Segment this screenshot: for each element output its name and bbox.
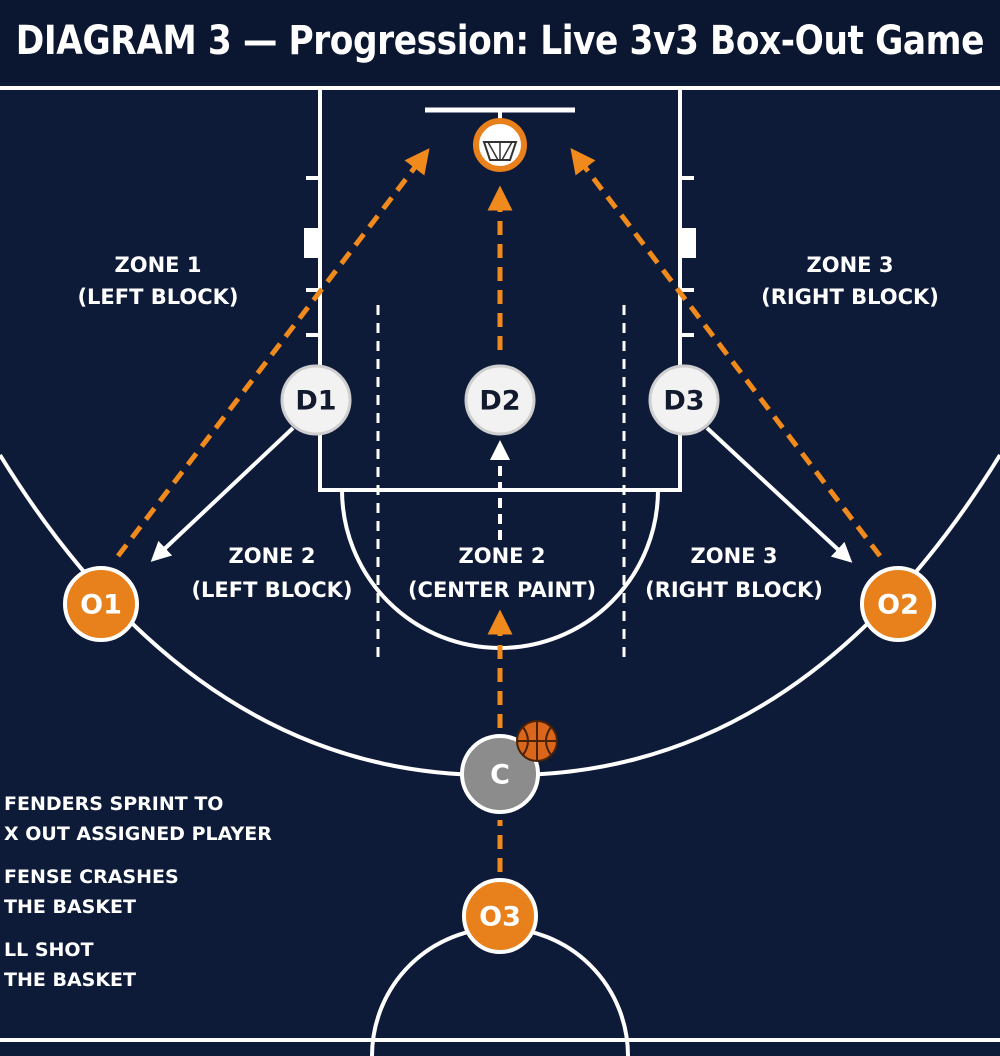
basketball-hoop-icon <box>473 118 527 172</box>
note-3-line-2: THE BASKET <box>4 969 136 991</box>
svg-text:D3: D3 <box>663 386 704 417</box>
note-1-line-2: X OUT ASSIGNED PLAYER <box>4 823 272 845</box>
zone-label-left-upper: ZONE 1 <box>115 253 202 277</box>
zone-labels: ZONE 1 (LEFT BLOCK) ZONE 3 (RIGHT BLOCK)… <box>77 253 938 602</box>
offense-o1: O1 <box>63 566 139 642</box>
svg-text:C: C <box>490 760 510 791</box>
svg-text:D1: D1 <box>295 386 336 417</box>
title-bar: DIAGRAM 3 — Progression: Live 3v3 Box-Ou… <box>0 0 1000 82</box>
path-d3-to-o2 <box>705 426 853 563</box>
svg-text:D2: D2 <box>479 386 520 417</box>
coach: C <box>460 734 540 814</box>
zone-label-center: ZONE 2 <box>459 544 546 568</box>
note-1-line-1: FENDERS SPRINT TO <box>4 793 223 815</box>
note-2-line-2: THE BASKET <box>4 896 136 918</box>
offense-o2: O2 <box>860 566 936 642</box>
zone-sub-left-upper: (LEFT BLOCK) <box>77 285 238 309</box>
diagram-title: DIAGRAM 3 — Progression: Live 3v3 Box-Ou… <box>15 18 985 64</box>
zone-sub-right-upper: (RIGHT BLOCK) <box>761 285 939 309</box>
defender-d2: D2 <box>464 364 536 436</box>
lane-hash-marks <box>304 176 696 337</box>
zone-label-left-lower: ZONE 2 <box>229 544 316 568</box>
path-d1-to-o1 <box>150 426 295 562</box>
note-3-line-1: LL SHOT <box>4 939 94 961</box>
defender-d3: D3 <box>648 364 720 436</box>
basketball-icon <box>516 720 558 762</box>
offense-o3: O3 <box>462 878 538 954</box>
zone-sub-right-lower: (RIGHT BLOCK) <box>645 578 823 602</box>
defense-paths <box>150 426 853 563</box>
defender-d1: D1 <box>280 364 352 436</box>
zone-label-right-lower: ZONE 3 <box>691 544 778 568</box>
offense-paths <box>116 148 882 872</box>
svg-text:O1: O1 <box>80 590 122 621</box>
coaching-notes: FENDERS SPRINT TO X OUT ASSIGNED PLAYER … <box>4 793 272 991</box>
zone-sub-center: (CENTER PAINT) <box>408 578 596 602</box>
svg-text:O3: O3 <box>479 902 521 933</box>
zone-sub-left-lower: (LEFT BLOCK) <box>191 578 352 602</box>
note-2-line-1: FENSE CRASHES <box>4 866 179 888</box>
zone-divider-lines <box>376 305 626 660</box>
zone-label-right-upper: ZONE 3 <box>807 253 894 277</box>
svg-text:O2: O2 <box>877 590 919 621</box>
path-o1-to-basket <box>116 148 430 558</box>
path-o2-to-basket <box>570 148 882 558</box>
